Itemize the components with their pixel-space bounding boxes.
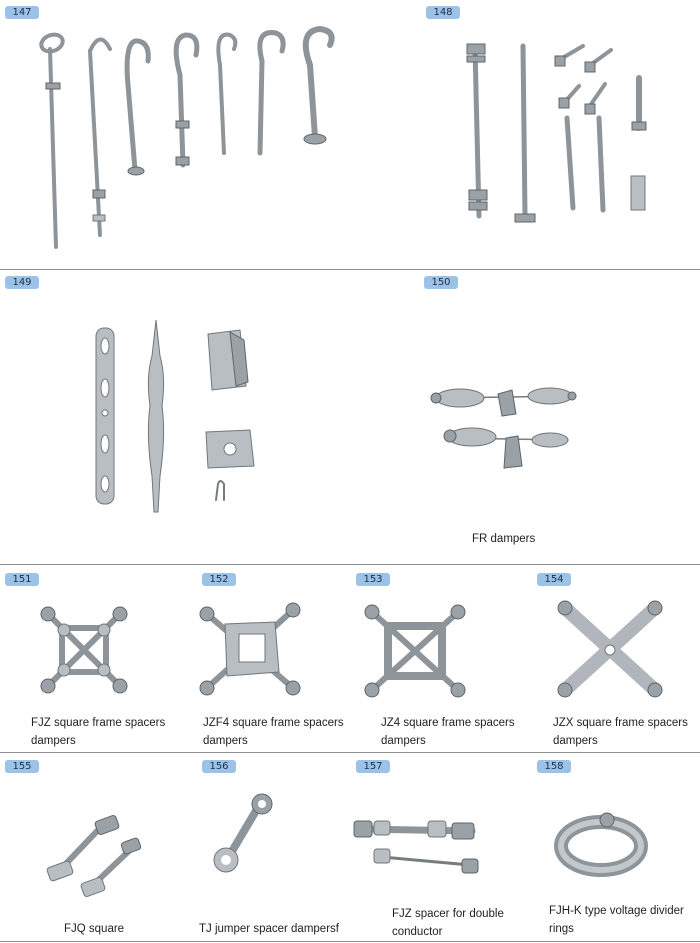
jz4-spacer-image: [364, 604, 466, 698]
item-caption: FJZ square frame spacers dampers: [31, 717, 166, 747]
item-number-badge: 151: [5, 573, 39, 586]
item-number-badge: 156: [202, 760, 236, 773]
tj-spacer-image: [213, 793, 273, 873]
fjz-double-spacer-image: [353, 820, 479, 874]
item-caption: JZF4 square frame spacers dampers: [203, 717, 344, 747]
section-divider: [0, 564, 700, 565]
fr-dampers-image: [430, 387, 577, 469]
voltage-divider-ring-image: [554, 812, 648, 877]
item-caption: FJQ square: [64, 923, 125, 935]
plates-and-fittings-image: [95, 319, 255, 513]
item-number-badge: 157: [356, 760, 390, 773]
item-number-badge: 153: [356, 573, 390, 586]
item-number-badge: 149: [5, 276, 39, 289]
section-divider: [0, 752, 700, 753]
section-divider: [0, 269, 700, 270]
item-number-badge: 152: [202, 573, 236, 586]
item-caption: TJ jumper spacer dampersf: [199, 923, 339, 935]
bolts-and-pins-image: [466, 43, 647, 223]
section-divider: [0, 941, 700, 942]
jzx-spacer-image: [557, 600, 663, 698]
item-number-badge: 150: [424, 276, 458, 289]
hook-bolts-image: [39, 25, 335, 249]
fjz-spacer-image: [40, 606, 128, 694]
jzf4-spacer-image: [199, 602, 301, 696]
item-caption: FJZ spacer for double conductor: [392, 908, 504, 938]
item-caption: JZ4 square frame spacers dampers: [381, 717, 515, 747]
item-number-badge: 155: [5, 760, 39, 773]
item-number-badge: 158: [537, 760, 571, 773]
item-number-badge: 154: [537, 573, 571, 586]
item-number-badge: 147: [5, 6, 39, 19]
fjq-spacer-image: [46, 815, 142, 897]
item-number-badge: 148: [426, 6, 460, 19]
item-caption: JZX square frame spacers dampers: [553, 717, 688, 747]
item-caption: FR dampers: [472, 533, 536, 545]
item-caption: FJH-K type voltage divider rings: [549, 905, 684, 935]
